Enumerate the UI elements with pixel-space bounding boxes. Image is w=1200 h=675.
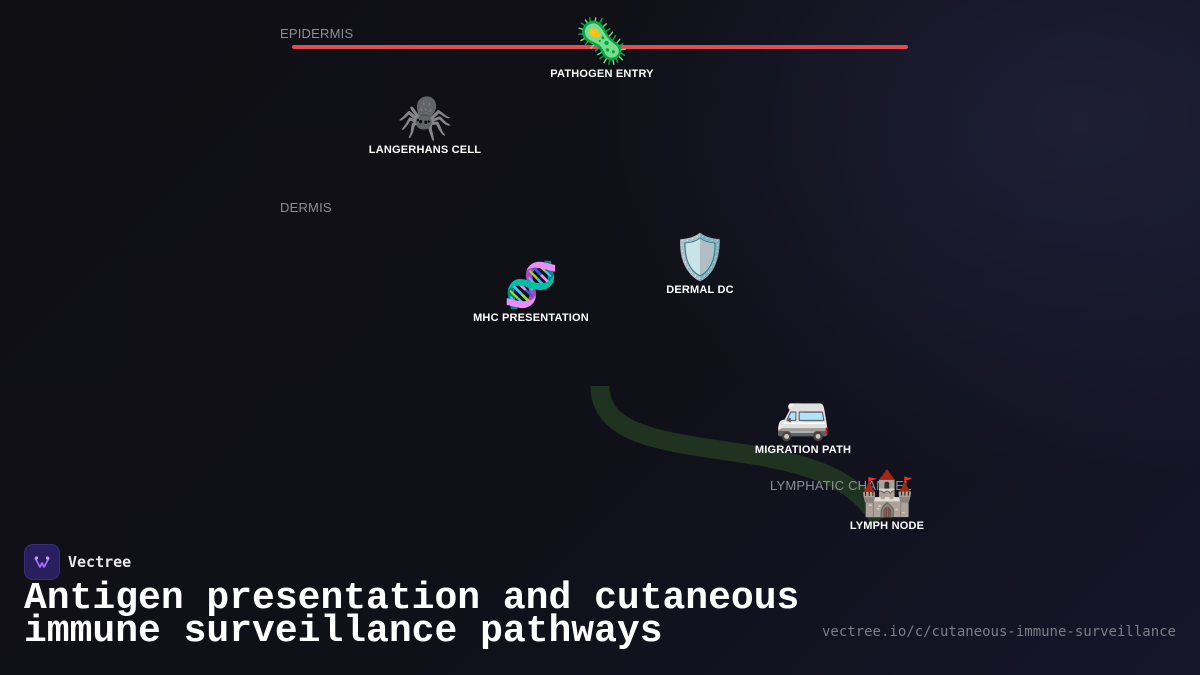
langerhans-cell-label: LANGERHANS CELL — [368, 144, 482, 156]
castle-icon: 🏰 — [859, 469, 915, 518]
lymph-node-node[interactable]: 🏰 LYMPH NODE — [787, 469, 987, 533]
shield-icon: 🛡️ — [672, 233, 728, 282]
dna-icon: 🧬 — [503, 261, 559, 310]
van-icon: 🚐 — [775, 393, 831, 442]
dermis-label: DERMIS — [280, 200, 332, 215]
mhc-presentation-label: MHC PRESENTATION — [473, 312, 589, 324]
epidermis-label: EPIDERMIS — [280, 26, 354, 41]
lymphatic-channel-label: LYMPHATIC CHANNEL — [770, 478, 912, 493]
pathogen-entry-label: PATHOGEN ENTRY — [550, 68, 654, 80]
brand-name: Vectree — [68, 553, 132, 571]
dermal-dc-node[interactable]: 🛡️ DERMAL DC — [600, 233, 800, 297]
microbe-icon: 🦠 — [574, 17, 630, 66]
page-title: Antigen presentation and cutaneous immun… — [24, 577, 800, 653]
brand[interactable]: Vectree — [24, 544, 131, 580]
mhc-presentation-node[interactable]: 🧬 MHC PRESENTATION — [431, 261, 631, 325]
langerhans-cell-node[interactable]: 🕷️ LANGERHANS CELL — [325, 93, 525, 157]
vectree-logo-icon — [24, 544, 60, 580]
spider-icon: 🕷️ — [397, 93, 453, 142]
lymph-node-label: LYMPH NODE — [849, 520, 925, 532]
pathogen-entry-node[interactable]: 🦠 PATHOGEN ENTRY — [502, 17, 702, 81]
migration-path-node[interactable]: 🚐 MIGRATION PATH — [703, 393, 903, 457]
source-url[interactable]: vectree.io/c/cutaneous-immune-surveillan… — [821, 624, 1176, 640]
migration-path-label: MIGRATION PATH — [754, 444, 852, 456]
epidermis-boundary-line — [292, 45, 908, 49]
dermal-dc-label: DERMAL DC — [666, 284, 734, 296]
